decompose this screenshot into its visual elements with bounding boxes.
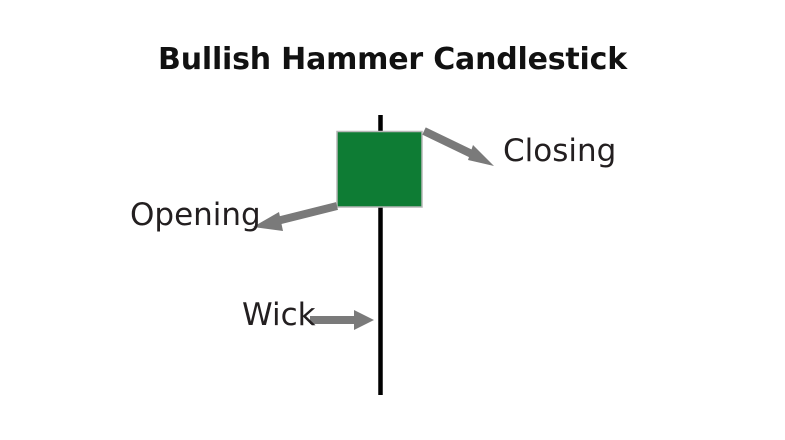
annotation-label-wick: Wick	[242, 297, 316, 333]
candle-body-rect	[336, 130, 423, 208]
wick-arrow	[310, 310, 374, 330]
annotation-label-closing: Closing	[503, 133, 617, 169]
closing-arrow	[422, 127, 494, 166]
page-title: Bullish Hammer Candlestick	[158, 42, 627, 77]
annotation-label-opening: Opening	[130, 197, 261, 233]
opening-arrow	[253, 202, 338, 231]
